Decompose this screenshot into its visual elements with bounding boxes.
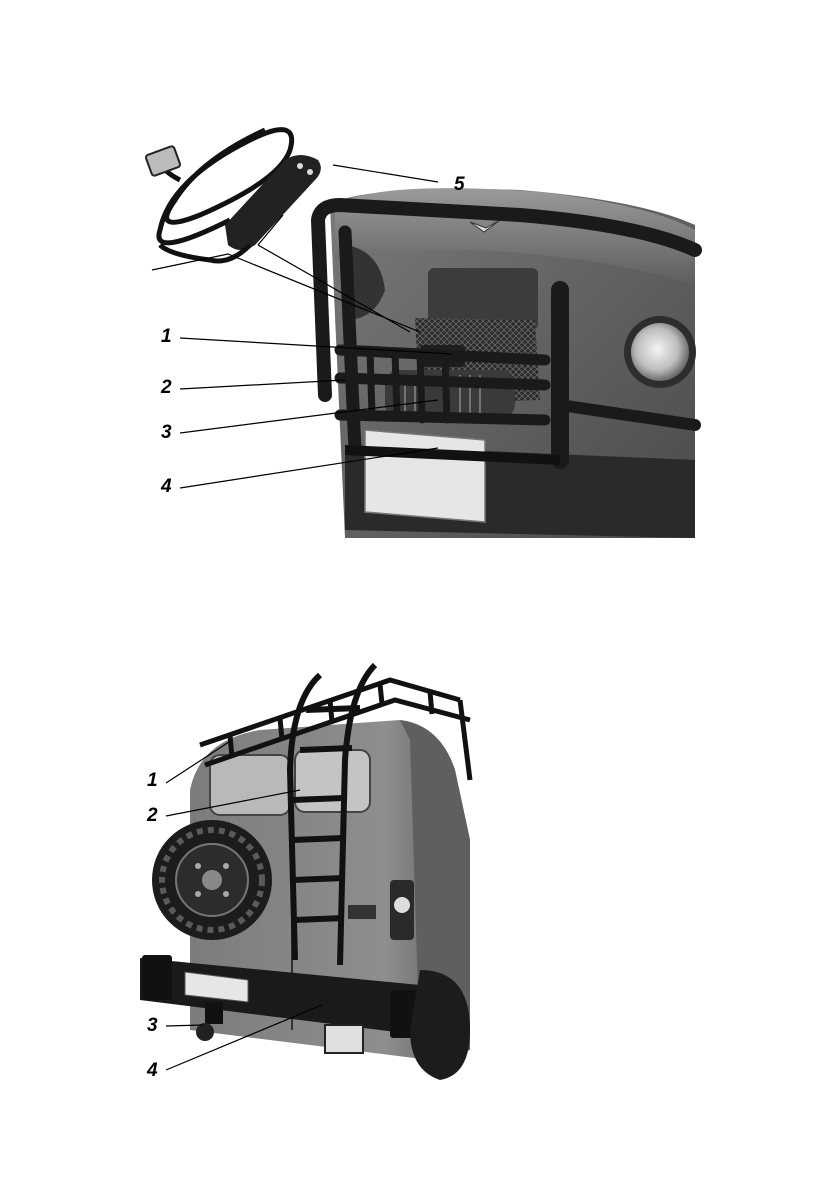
rear-window-right	[295, 750, 370, 812]
license-plate	[365, 430, 485, 522]
bumper-end-left	[142, 955, 172, 1000]
reverse-light	[325, 1025, 363, 1053]
rear-window-left	[210, 755, 290, 815]
rear-view-figure: 1 2 3 4	[0, 640, 840, 1110]
rear-callout-2: 2	[147, 805, 158, 827]
front-bumper-illustration	[0, 0, 840, 560]
front-bumper-winch-figure: 1 2 3 4 5	[0, 0, 840, 560]
callout-3: 3	[161, 422, 172, 444]
callout-2: 2	[161, 377, 172, 399]
winch-remote-control	[145, 130, 321, 261]
rear-view-illustration	[0, 640, 840, 1110]
callout-1: 1	[161, 326, 172, 348]
cable-plug	[145, 146, 181, 177]
door-hinge	[348, 905, 376, 919]
rear-callout-4: 4	[147, 1060, 158, 1082]
rear-callout-3: 3	[147, 1015, 158, 1037]
callout-4: 4	[161, 476, 172, 498]
callout-5: 5	[454, 174, 465, 196]
headlight-lens	[631, 323, 689, 381]
rear-callout-1: 1	[147, 770, 158, 792]
remote-handset	[225, 155, 321, 250]
spare-tire	[152, 820, 272, 940]
